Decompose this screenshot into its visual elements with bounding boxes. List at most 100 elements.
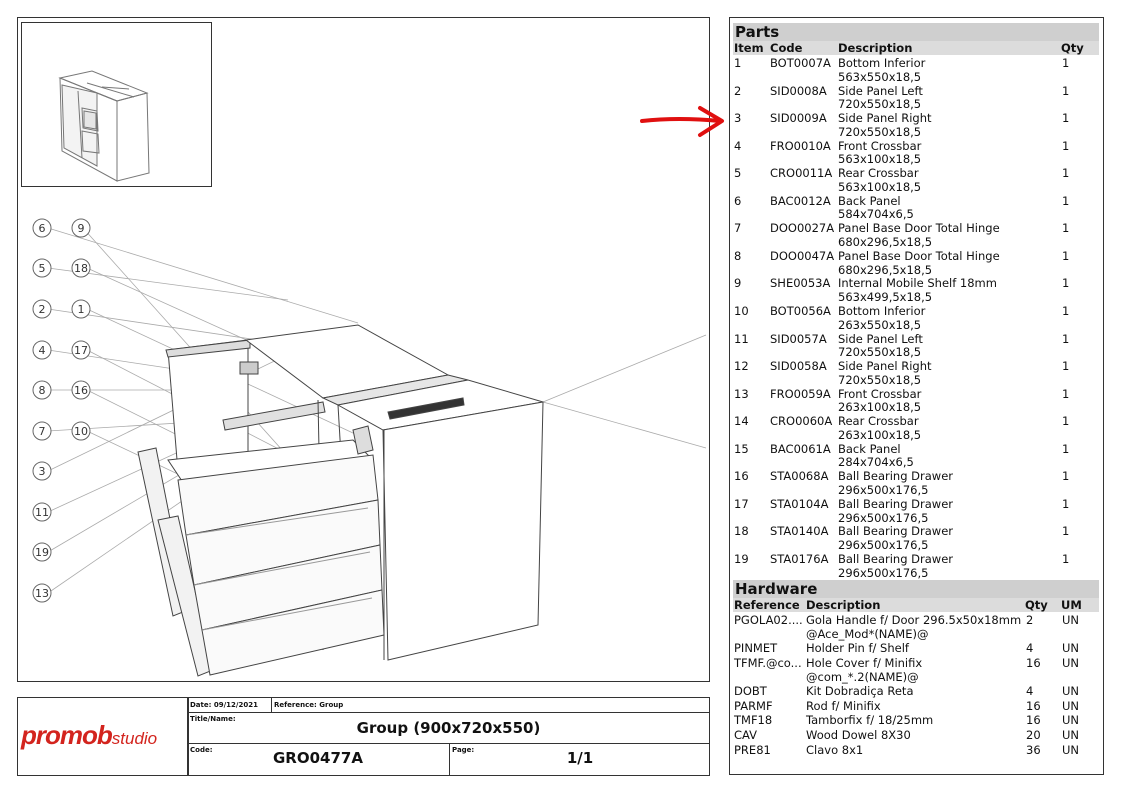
svg-text:3: 3	[39, 465, 46, 478]
svg-text:2: 2	[39, 303, 46, 316]
part-description: Panel Base Door Total Hinge	[838, 221, 1000, 236]
part-qty: 1	[1062, 524, 1070, 539]
date-label: Date: 09/12/2021	[190, 701, 258, 709]
part-code: STA0104A	[770, 496, 829, 511]
part-description: Rear Crossbar	[838, 166, 919, 181]
part-qty: 1	[1062, 83, 1070, 98]
part-description: Internal Mobile Shelf 18mm	[838, 276, 997, 291]
part-dimensions: 584x704x6,5	[838, 207, 914, 222]
hardware-description: Holder Pin f/ Shelf	[806, 641, 909, 655]
part-description: Front Crossbar	[838, 138, 922, 153]
part-description: Back Panel	[838, 193, 901, 208]
code-value: GRO0477A	[273, 749, 363, 767]
part-qty: 1	[1062, 441, 1070, 456]
part-item-number: 19	[734, 551, 749, 566]
hardware-description-line2: @com_*.2(NAME)@	[806, 669, 919, 684]
hardware-description: Clavo 8x1	[806, 743, 864, 757]
callout-4: 4	[32, 340, 52, 360]
page-value: 1/1	[566, 749, 594, 767]
part-item-number: 11	[734, 331, 749, 346]
hardware-qty: 16	[1026, 698, 1041, 713]
col-um: UM	[1061, 598, 1082, 612]
callout-1: 1	[71, 299, 91, 319]
part-dimensions: 720x550x18,5	[838, 97, 922, 112]
hardware-um: UN	[1062, 713, 1080, 728]
svg-text:11: 11	[35, 506, 49, 519]
svg-text:1: 1	[78, 303, 85, 316]
col-hw-qty: Qty	[1025, 598, 1048, 612]
svg-text:13: 13	[35, 587, 49, 600]
part-dimensions: 720x550x18,5	[838, 345, 922, 360]
part-description: Ball Bearing Drawer	[838, 524, 953, 539]
hardware-um: UN	[1062, 728, 1080, 743]
part-qty: 1	[1062, 111, 1070, 126]
preview-thumbnail	[21, 22, 212, 187]
part-dimensions: 563x499,5x18,5	[838, 290, 933, 305]
part-item-number: 3	[734, 111, 742, 126]
part-description: Back Panel	[838, 441, 901, 456]
part-item-number: 2	[734, 83, 742, 98]
svg-text:17: 17	[74, 344, 88, 357]
svg-text:5: 5	[39, 262, 46, 275]
svg-text:10: 10	[74, 425, 88, 438]
hardware-qty: 16	[1026, 713, 1041, 728]
part-qty: 1	[1062, 331, 1070, 346]
parts-frame	[729, 17, 1104, 775]
hardware-qty: 4	[1026, 641, 1034, 655]
part-description: Side Panel Left	[838, 331, 923, 346]
part-description: Ball Bearing Drawer	[838, 551, 953, 566]
part-qty: 1	[1062, 248, 1070, 263]
part-qty: 1	[1062, 138, 1070, 153]
part-description: Ball Bearing Drawer	[838, 469, 953, 484]
callout-2: 2	[32, 299, 52, 319]
part-item-number: 13	[734, 386, 749, 401]
col-description: Description	[838, 41, 913, 55]
callout-10: 10	[71, 421, 91, 441]
part-code: FRO0059A	[770, 386, 831, 401]
hardware-qty: 20	[1026, 728, 1041, 743]
part-qty: 1	[1062, 193, 1070, 208]
callout-19: 19	[32, 542, 52, 562]
parts-column-headers: Item Code Description Qty	[733, 41, 1099, 55]
callout-11: 11	[32, 502, 52, 522]
part-item-number: 1	[734, 56, 742, 70]
hardware-reference: PGOLA02....	[734, 613, 803, 627]
red-arrow-icon	[640, 106, 724, 137]
hardware-reference: TMF18	[734, 713, 773, 728]
title-label: Title/Name:	[190, 715, 236, 723]
callout-7: 7	[32, 421, 52, 441]
part-item-number: 12	[734, 359, 749, 374]
part-item-number: 7	[734, 221, 742, 236]
part-code: SID0008A	[770, 83, 827, 98]
part-code: BOT0007A	[770, 56, 831, 70]
part-description: Side Panel Right	[838, 359, 932, 374]
hardware-column-headers: Reference Description Qty UM	[733, 598, 1099, 612]
part-dimensions: 563x100x18,5	[838, 152, 922, 167]
hardware-um: UN	[1062, 655, 1080, 670]
part-item-number: 16	[734, 469, 749, 484]
part-item-number: 15	[734, 441, 749, 456]
hardware-qty: 36	[1026, 743, 1041, 757]
hardware-description: Rod f/ Minifix	[806, 698, 881, 713]
part-dimensions: 563x100x18,5	[838, 179, 922, 194]
part-code: CRO0011A	[770, 166, 833, 181]
svg-text:8: 8	[39, 384, 46, 397]
hardware-reference: DOBT	[734, 683, 767, 698]
part-code: BAC0061A	[770, 441, 831, 456]
part-code: FRO0010A	[770, 138, 831, 153]
col-code: Code	[770, 41, 803, 55]
hardware-qty: 2	[1026, 613, 1034, 627]
col-item: Item	[734, 41, 764, 55]
hardware-reference: TFMF.@co...	[734, 655, 802, 670]
part-dimensions: 563x550x18,5	[838, 69, 922, 84]
hardware-um: UN	[1062, 698, 1080, 713]
part-qty: 1	[1062, 166, 1070, 181]
part-qty: 1	[1062, 469, 1070, 484]
part-dimensions: 263x100x18,5	[838, 427, 922, 442]
svg-text:18: 18	[74, 262, 88, 275]
part-qty: 1	[1062, 386, 1070, 401]
part-code: BOT0056A	[770, 303, 831, 318]
hardware-reference: PINMET	[734, 641, 778, 655]
part-code: SID0057A	[770, 331, 827, 346]
